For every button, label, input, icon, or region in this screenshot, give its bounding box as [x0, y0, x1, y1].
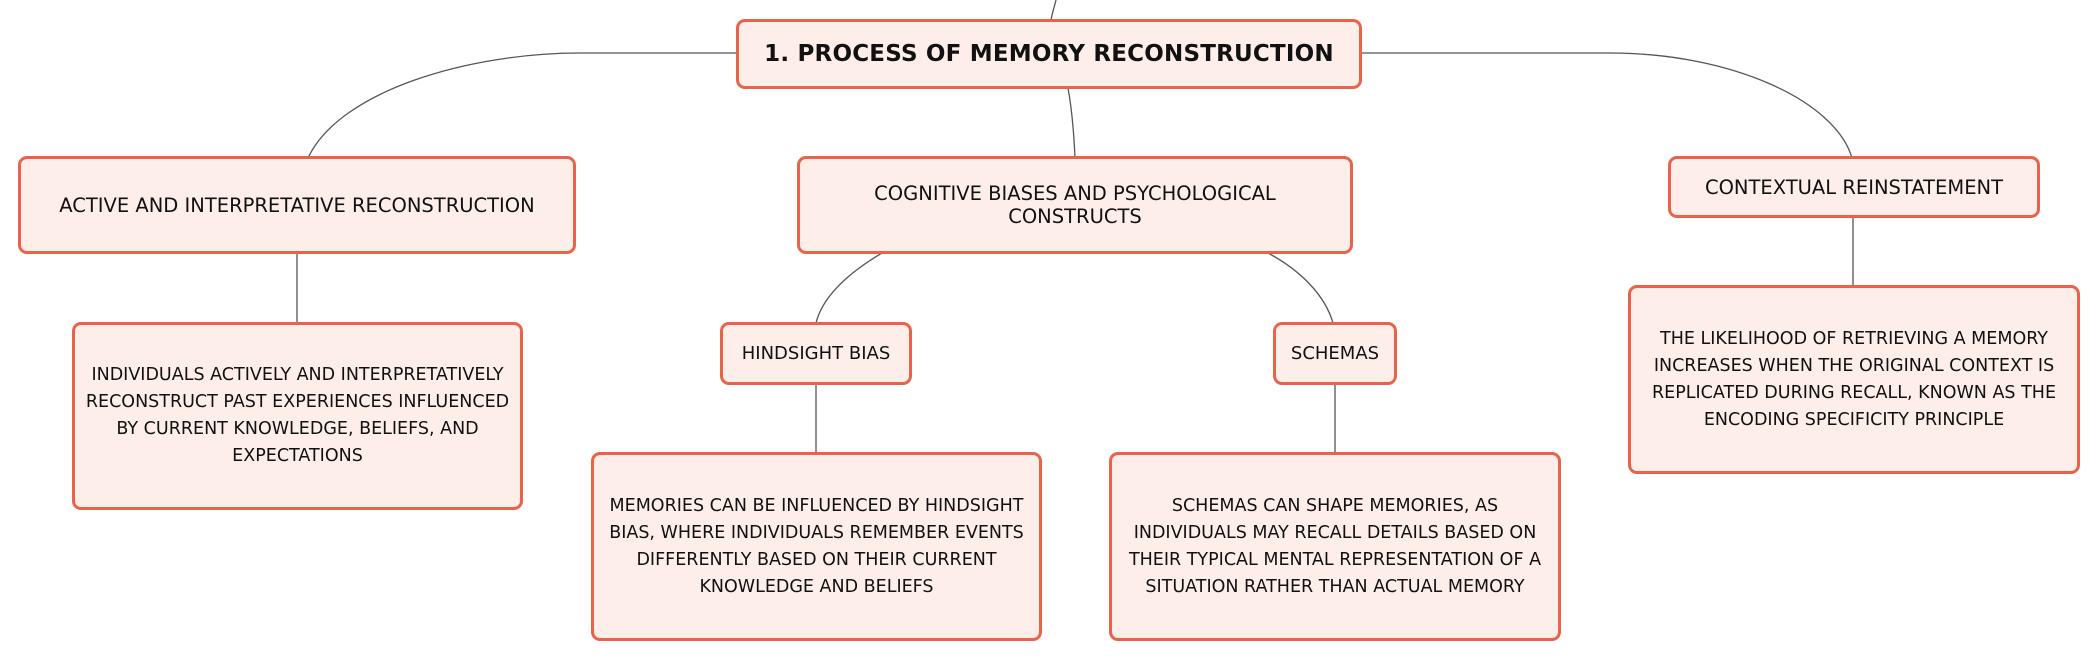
branch-contextual-reinstatement-label: CONTEXTUAL REINSTATEMENT — [1704, 175, 2004, 199]
active-reconstruction-detail-node[interactable]: INDIVIDUALS ACTIVELY AND INTERPRETATIVEL… — [72, 322, 523, 510]
connector-root-to-cognitive — [1067, 87, 1076, 159]
subtopic-hindsight-bias-label: HINDSIGHT BIAS — [741, 343, 891, 364]
schemas-detail-node[interactable]: SCHEMAS CAN SHAPE MEMORIES, AS INDIVIDUA… — [1109, 452, 1561, 641]
contextual-reinstatement-detail-node[interactable]: THE LIKELIHOOD OF RETRIEVING A MEMORY IN… — [1628, 285, 2080, 474]
connector-cognitive-to-schemas — [1267, 252, 1334, 324]
branch-cognitive-biases-label: COGNITIVE BIASES AND PSYCHOLOGICAL CONST… — [874, 182, 1276, 228]
branch-cognitive-biases-node[interactable]: COGNITIVE BIASES AND PSYCHOLOGICAL CONST… — [797, 156, 1353, 254]
active-reconstruction-detail-text: INDIVIDUALS ACTIVELY AND INTERPRETATIVEL… — [85, 365, 510, 466]
hindsight-bias-detail-node[interactable]: MEMORIES CAN BE INFLUENCED BY HINDSIGHT … — [591, 452, 1042, 641]
contextual-reinstatement-detail-text: THE LIKELIHOOD OF RETRIEVING A MEMORY IN… — [1652, 328, 2056, 430]
branch-active-reconstruction-label: ACTIVE AND INTERPRETATIVE RECONSTRUCTION — [59, 193, 535, 217]
branch-active-reconstruction-node[interactable]: ACTIVE AND INTERPRETATIVE RECONSTRUCTION — [18, 156, 576, 254]
schemas-detail-text: SCHEMAS CAN SHAPE MEMORIES, AS INDIVIDUA… — [1128, 495, 1542, 597]
subtopic-hindsight-bias-node[interactable]: HINDSIGHT BIAS — [720, 322, 912, 385]
branch-contextual-reinstatement-node[interactable]: CONTEXTUAL REINSTATEMENT — [1668, 156, 2040, 218]
root-topic-label: 1. PROCESS OF MEMORY RECONSTRUCTION — [764, 41, 1334, 67]
connector-root-to-active — [307, 52, 738, 159]
connector-root-parent — [1050, 0, 1057, 21]
subtopic-schemas-label: SCHEMAS — [1290, 343, 1380, 364]
root-topic-node[interactable]: 1. PROCESS OF MEMORY RECONSTRUCTION — [736, 19, 1362, 89]
connector-cognitive-to-hindsight — [815, 252, 883, 324]
hindsight-bias-detail-text: MEMORIES CAN BE INFLUENCED BY HINDSIGHT … — [609, 495, 1024, 597]
subtopic-schemas-node[interactable]: SCHEMAS — [1273, 322, 1397, 385]
connector-root-to-contextual — [1361, 52, 1853, 159]
